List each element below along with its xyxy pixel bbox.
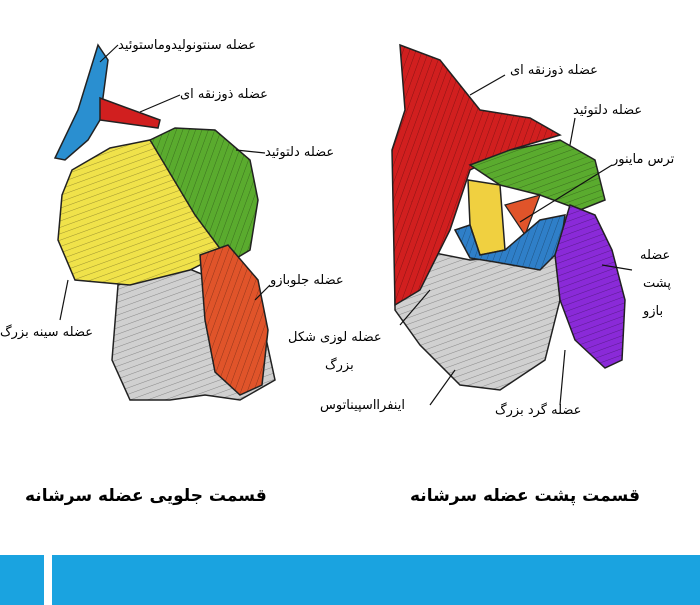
caption-back-view: قسمت پشت عضله سرشانه — [410, 486, 640, 506]
back-leader-lines — [399, 74, 633, 406]
front-view — [53, 43, 276, 401]
label-back-teres-major: عضله گرد بزرگ — [495, 403, 582, 418]
label-front-sternocleidomastoid: عضله سنتونولیدوماستوئید — [118, 38, 257, 53]
label-front-deltoid: عضله دلتوئید — [265, 145, 335, 160]
front-sternocleidomastoid — [53, 43, 109, 161]
label-back-triceps-line2: پشت — [643, 276, 671, 291]
label-back-deltoid: عضله دلتوئید — [573, 103, 643, 118]
footer-bar-right — [52, 555, 700, 605]
label-front-trapezius: عضله ذوزنقه ای — [180, 87, 268, 102]
back-view — [391, 43, 633, 406]
label-front-pectoralis: عضله سینه بزرگ — [0, 325, 93, 340]
front-leader-lines — [59, 44, 271, 321]
label-back-teres-minor: ترس ماینور — [612, 152, 675, 167]
label-front-biceps: عضله جلوبازو — [270, 273, 344, 288]
label-back-infraspinatus: اینفرااسپیناتوس — [320, 398, 405, 413]
label-back-trapezius: عضله ذوزنقه ای — [510, 63, 598, 78]
caption-front-view: قسمت جلویی عضله سرشانه — [25, 486, 267, 506]
label-back-triceps-line3: بازو — [643, 304, 664, 319]
label-back-rhomboid-line2: بزرگ — [325, 358, 354, 373]
front-trapezius — [99, 96, 161, 129]
back-small-muscle — [504, 194, 541, 237]
label-back-triceps-line1: عضله — [640, 248, 671, 263]
label-back-rhomboid-line1: عضله لوزی شکل — [288, 330, 382, 345]
footer-bar-left — [0, 555, 44, 605]
